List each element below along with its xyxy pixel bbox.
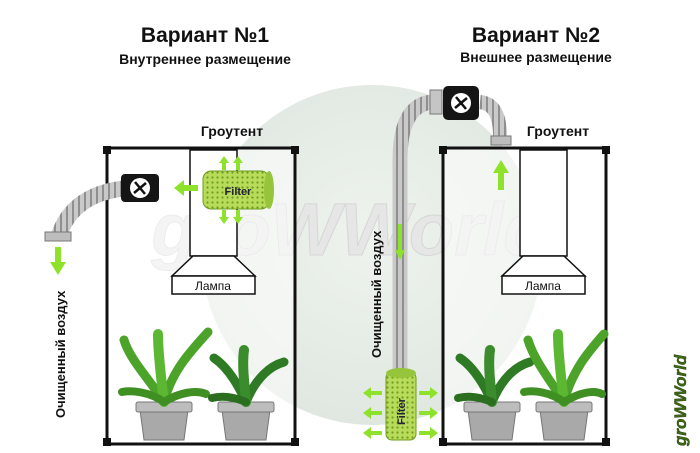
variant1-subtitle: Внутреннее размещение: [119, 51, 291, 67]
variant2-title: Вариант №2: [472, 24, 600, 47]
variant2-duct-top: [478, 95, 507, 137]
variant1-duct: [50, 180, 131, 241]
variant2-filter-intake-arrows: [363, 387, 438, 439]
variant1-exhaust-arrow: [50, 247, 66, 275]
variant2-duct-clamp: [429, 89, 443, 115]
variant1-duct-outlet: [44, 231, 72, 242]
variant2-intake-arrow: [493, 160, 509, 190]
variant2-subtitle: Внешнее размещение: [460, 49, 612, 65]
variant2-duct: [392, 94, 434, 372]
variant1-title: Вариант №1: [141, 24, 269, 47]
variant1-flow-arrow-left: [174, 180, 198, 196]
variant1-plant-right: [208, 345, 289, 441]
variant2-duct-inlet: [490, 135, 512, 146]
variant2-lamp: [500, 255, 587, 295]
variant1-tent-label: Гроутент: [201, 123, 263, 139]
variant1-air-label: Очищенный воздух: [53, 290, 68, 418]
variant2-fan: [443, 86, 479, 120]
variant2-lamp-label: Лампа: [525, 279, 561, 293]
variant2-air-label: Очищенный воздух: [369, 230, 384, 358]
brand-logo: groWWorld: [671, 354, 690, 447]
variant1-lamp: [170, 255, 257, 295]
variant1-fan: [121, 174, 159, 202]
variant2-tent-label: Гроутент: [527, 123, 589, 139]
variant2-filter-label: Filter: [396, 397, 408, 425]
variant1-lamp-label: Лампа: [195, 279, 231, 293]
variant2-filter: [385, 368, 417, 441]
variant1-filter: [202, 170, 274, 210]
variant1-filter-label: Filter: [225, 186, 253, 198]
variant2-plant-right: [520, 329, 609, 441]
variant1-filter-intake-arrows: [219, 156, 243, 224]
variant2-plant-left: [454, 345, 535, 441]
variant1-plant-left: [118, 327, 213, 441]
variant2-duct-flow-arrow: [395, 224, 405, 260]
variant2-lamp-hanger: [519, 149, 568, 257]
